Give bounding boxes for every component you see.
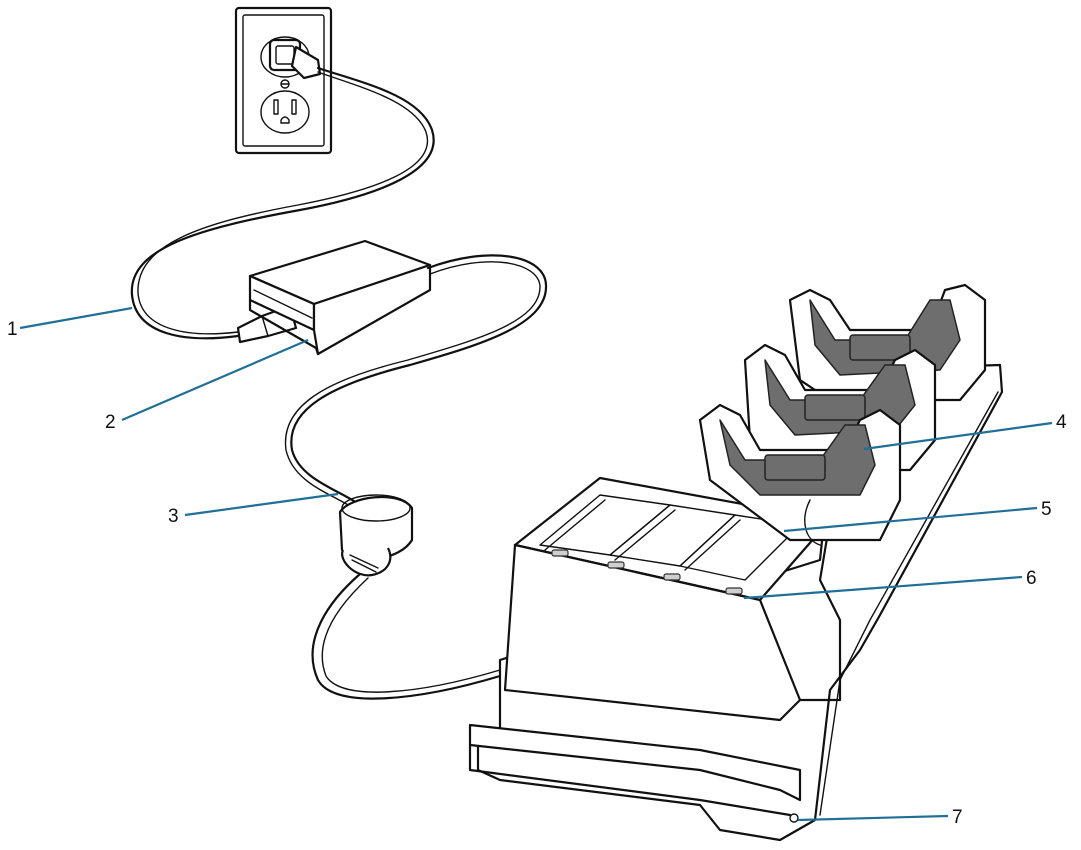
leader-line-1 [20, 308, 132, 328]
wall-outlet [236, 8, 331, 153]
callout-2: 2 [105, 412, 116, 433]
power-supply [250, 241, 430, 354]
callout-5: 5 [1041, 499, 1052, 520]
callout-4: 4 [1056, 412, 1067, 433]
callout-3: 3 [168, 506, 179, 527]
callout-6: 6 [1026, 568, 1037, 589]
callout-7: 7 [952, 807, 963, 828]
leader-line-2 [122, 340, 308, 420]
leader-line-3 [185, 494, 338, 515]
leader-line-7 [798, 816, 948, 820]
callout-1: 1 [7, 319, 18, 340]
